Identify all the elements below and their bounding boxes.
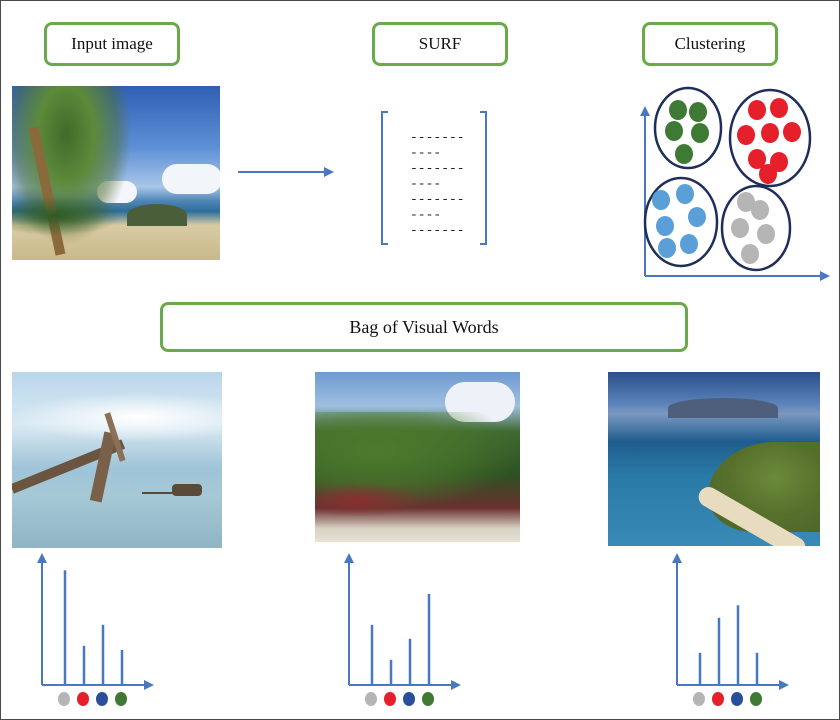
red-cluster-point <box>783 122 801 142</box>
island-coast-photo <box>608 372 820 546</box>
blue-cluster-point <box>656 216 674 236</box>
descriptor-lines: ---------------------------------------- <box>410 130 465 238</box>
surf-label: SURF <box>372 22 508 66</box>
red-word-swatch <box>77 692 89 706</box>
red-cluster-point <box>770 98 788 118</box>
descriptor-right-bracket <box>480 111 487 245</box>
green-cluster-point <box>691 123 709 143</box>
histogram-2 <box>344 553 461 706</box>
green-word-swatch <box>115 692 127 706</box>
red-cluster-point <box>770 152 788 172</box>
descriptor-line: ------- <box>410 130 465 145</box>
descriptor-left-bracket <box>381 111 388 245</box>
driftwood-sea-photo <box>12 372 222 548</box>
green-cluster-point <box>665 121 683 141</box>
descriptor-line: ------- <box>410 223 465 238</box>
green-cluster-point <box>689 102 707 122</box>
input-image-label: Input image <box>44 22 180 66</box>
descriptor-line: ------- <box>410 161 465 176</box>
descriptor-line: ---- <box>410 177 441 192</box>
green-cluster-point <box>675 144 693 164</box>
green-cluster-point <box>669 100 687 120</box>
green-word-swatch <box>750 692 762 706</box>
gray-cluster-point <box>741 244 759 264</box>
red-word-swatch <box>384 692 396 706</box>
red-cluster-point <box>759 164 777 184</box>
blue-cluster-point <box>658 238 676 258</box>
gray-word-swatch <box>693 692 705 706</box>
bag-of-visual-words-label: Bag of Visual Words <box>160 302 688 352</box>
navy-word-swatch <box>731 692 743 706</box>
blue-cluster-point <box>652 190 670 210</box>
green-word-swatch <box>422 692 434 706</box>
gray-word-swatch <box>365 692 377 706</box>
navy-word-swatch <box>403 692 415 706</box>
red-word-swatch <box>712 692 724 706</box>
gray-word-swatch <box>58 692 70 706</box>
blue-cluster-point <box>688 207 706 227</box>
cluster-group <box>643 86 812 272</box>
descriptor-line: ---- <box>410 208 441 223</box>
red-cluster-point <box>748 100 766 120</box>
blue-cluster-point <box>680 234 698 254</box>
red-cluster-point <box>737 125 755 145</box>
gray-cluster-point <box>757 224 775 244</box>
red-cluster-point <box>748 149 766 169</box>
histogram-group <box>37 553 789 706</box>
gray-cluster-point <box>731 218 749 238</box>
gray-cluster-point <box>751 200 769 220</box>
red-cluster-point <box>761 123 779 143</box>
descriptor-line: ------- <box>410 192 465 207</box>
palm-forest-photo <box>315 372 520 542</box>
input-beach-photo <box>12 86 220 260</box>
clustering-label: Clustering <box>642 22 778 66</box>
histogram-3 <box>672 553 789 706</box>
navy-word-swatch <box>96 692 108 706</box>
histogram-1 <box>37 553 154 706</box>
gray-cluster-point <box>737 192 755 212</box>
blue-cluster-point <box>676 184 694 204</box>
descriptor-line: ---- <box>410 146 441 161</box>
